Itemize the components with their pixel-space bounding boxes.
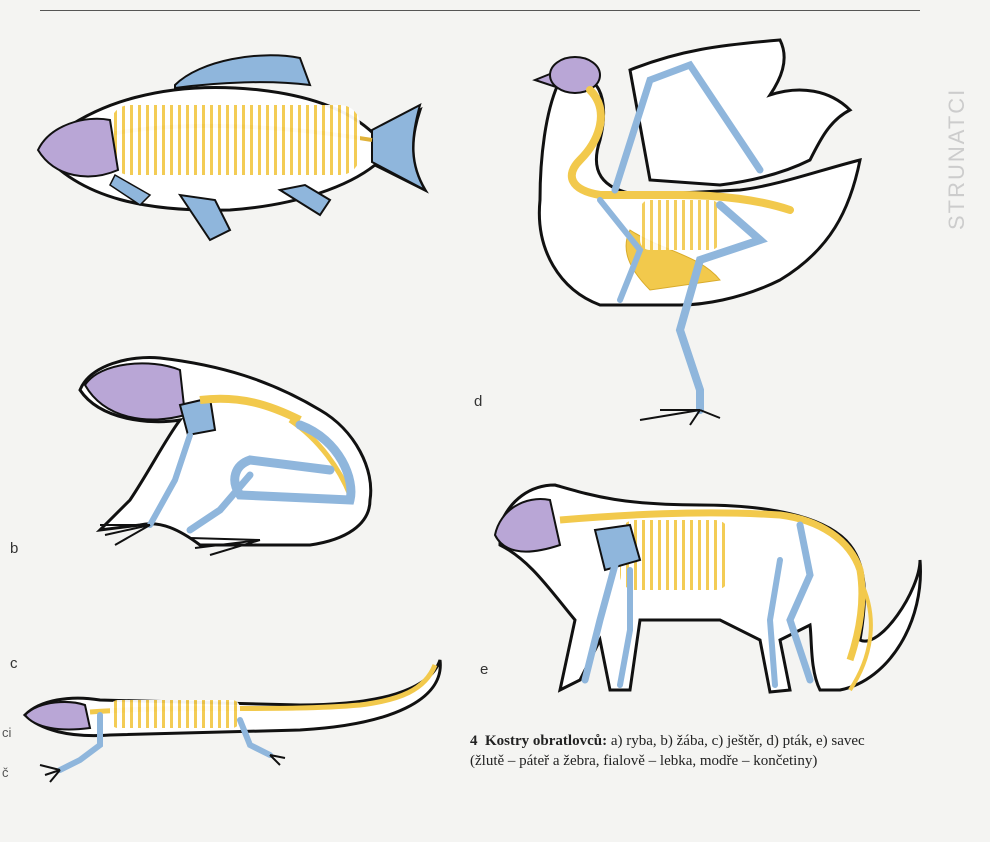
frog-skeleton	[80, 357, 371, 555]
label-e: e	[480, 661, 488, 678]
caption-items: a) ryba, b) žába, c) ještěr, d) pták, e)…	[611, 733, 865, 749]
lizard-skeleton	[25, 660, 440, 782]
edge-fragment-2: č	[2, 765, 9, 780]
label-c: c	[10, 655, 18, 672]
caption-title: Kostry obratlovců:	[485, 733, 607, 749]
mammal-skeleton	[495, 485, 920, 692]
caption-legend: (žlutě – páteř a žebra, fialově – lebka,…	[470, 753, 817, 769]
label-d: d	[474, 393, 482, 410]
figure-caption: 4 Kostry obratlovců: a) ryba, b) žába, c…	[470, 731, 980, 771]
fish-skeleton	[38, 55, 425, 240]
label-b: b	[10, 540, 18, 557]
figure-number: 4	[470, 733, 478, 749]
bird-skeleton	[535, 40, 860, 425]
edge-fragment-1: ci	[2, 725, 11, 740]
